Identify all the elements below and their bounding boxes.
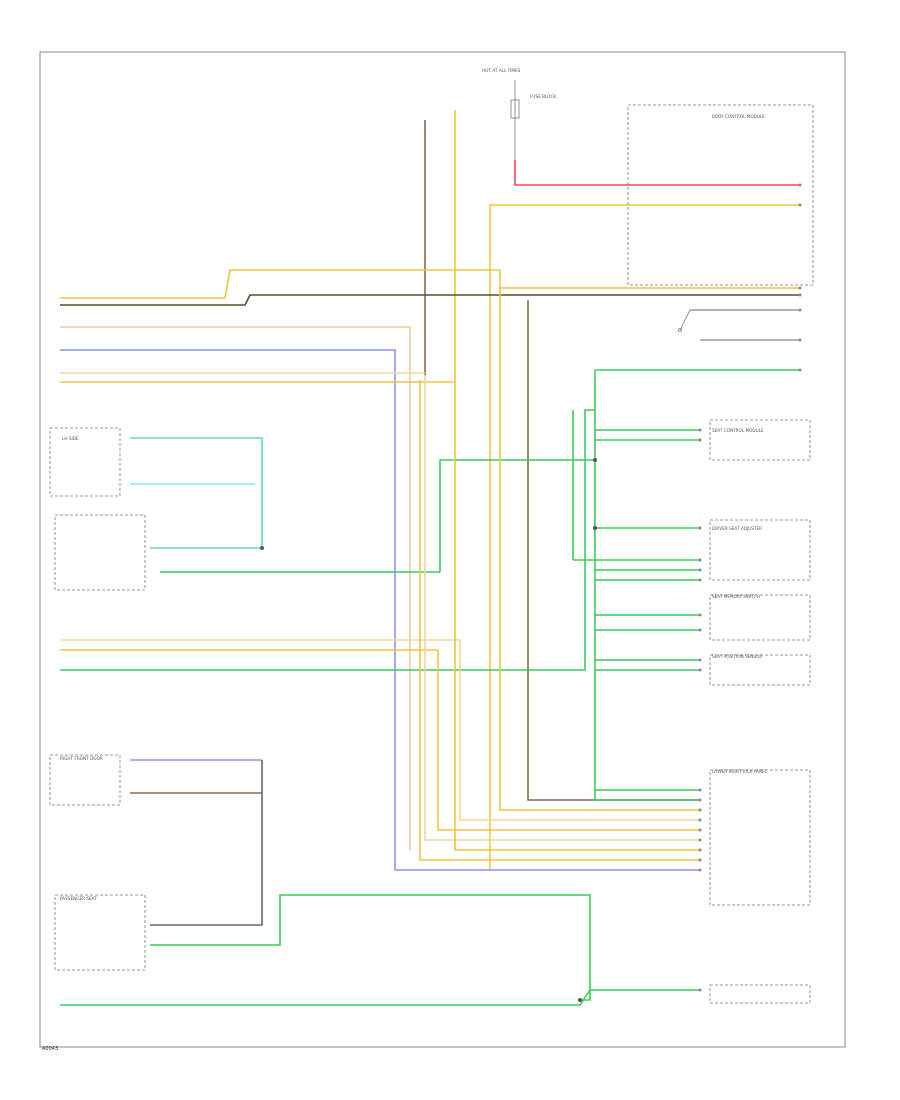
- mid-right-module-box-3: [709, 594, 811, 641]
- left-passenger-switch-box: [49, 754, 121, 806]
- mid-right-module-box-2: [709, 519, 811, 581]
- wire-dark-brown: [60, 294, 800, 306]
- label-fuse-block: FUSE BLOCK: [530, 94, 556, 99]
- switch-icon: [678, 309, 691, 332]
- component-boxes: [49, 104, 814, 1004]
- wire-yellow-6: [419, 380, 700, 861]
- wire-red: [514, 160, 800, 186]
- mid-right-module-box-1: [709, 419, 811, 461]
- label-lh-side: LH SIDE: [62, 436, 79, 441]
- wire-yellow-7: [454, 385, 700, 851]
- diagram-footer-code: A0043: [42, 1046, 58, 1052]
- label-passenger-seat: PASSENGER SEAT: [60, 896, 97, 901]
- bottom-right-small-box: [709, 984, 811, 1004]
- wires: [60, 110, 800, 1006]
- wire-lt-green-1: [130, 437, 263, 548]
- label-hot-at-all-times: HOT AT ALL TIMES: [482, 68, 521, 73]
- wire-green-vert-1: [594, 370, 700, 801]
- label-seat-memory-switch: SEAT MEMORY SWITCH: [712, 594, 760, 599]
- label-seat-position-sensor: SEAT POSITION SENSOR: [712, 654, 762, 659]
- wire-tan: [60, 326, 411, 850]
- connector-pins: [698, 183, 802, 992]
- splice-points: [260, 458, 597, 1002]
- mid-right-module-box-4: [709, 654, 811, 686]
- top-right-module-box: [627, 104, 814, 286]
- wire-blue: [60, 349, 700, 871]
- wire-green-bottom-2: [60, 989, 700, 1006]
- wire-tan-4: [499, 270, 700, 811]
- wire-tan-3: [60, 639, 700, 821]
- label-seat-control-module: SEAT CONTROL MODULE: [712, 428, 764, 433]
- wire-yellow-top: [489, 204, 800, 870]
- wire-brown-mid: [527, 300, 700, 801]
- wire-yellow-5: [60, 649, 700, 831]
- wire-dark-1: [150, 760, 263, 926]
- label-driver-seat-adjuster: DRIVER SEAT ADJUSTER: [712, 526, 762, 531]
- wire-brown-3: [424, 375, 700, 841]
- label-body-control-module: BODY CONTROL MODULE: [712, 114, 765, 119]
- left-seat-sensor-box: [54, 514, 146, 591]
- left-seat-switch-box: [49, 427, 121, 497]
- wire-orange: [60, 269, 500, 299]
- fuse-icon: [510, 80, 520, 160]
- wire-green-bottom-1: [150, 894, 591, 1001]
- wire-green-14: [60, 409, 595, 671]
- label-right-front-door: RIGHT FRONT DOOR: [60, 756, 103, 761]
- wire-green-5: [439, 459, 595, 572]
- label-lower-right-kick-panel: LOWER RIGHT KICK PANEL: [712, 769, 768, 774]
- diagram-frame: [39, 51, 846, 1048]
- left-passenger-module-box: [54, 894, 146, 971]
- bottom-right-module-box: [709, 769, 811, 906]
- wire-color-labels: HOT AT ALL TIMES FUSE BLOCK BODY CONTROL…: [60, 68, 768, 901]
